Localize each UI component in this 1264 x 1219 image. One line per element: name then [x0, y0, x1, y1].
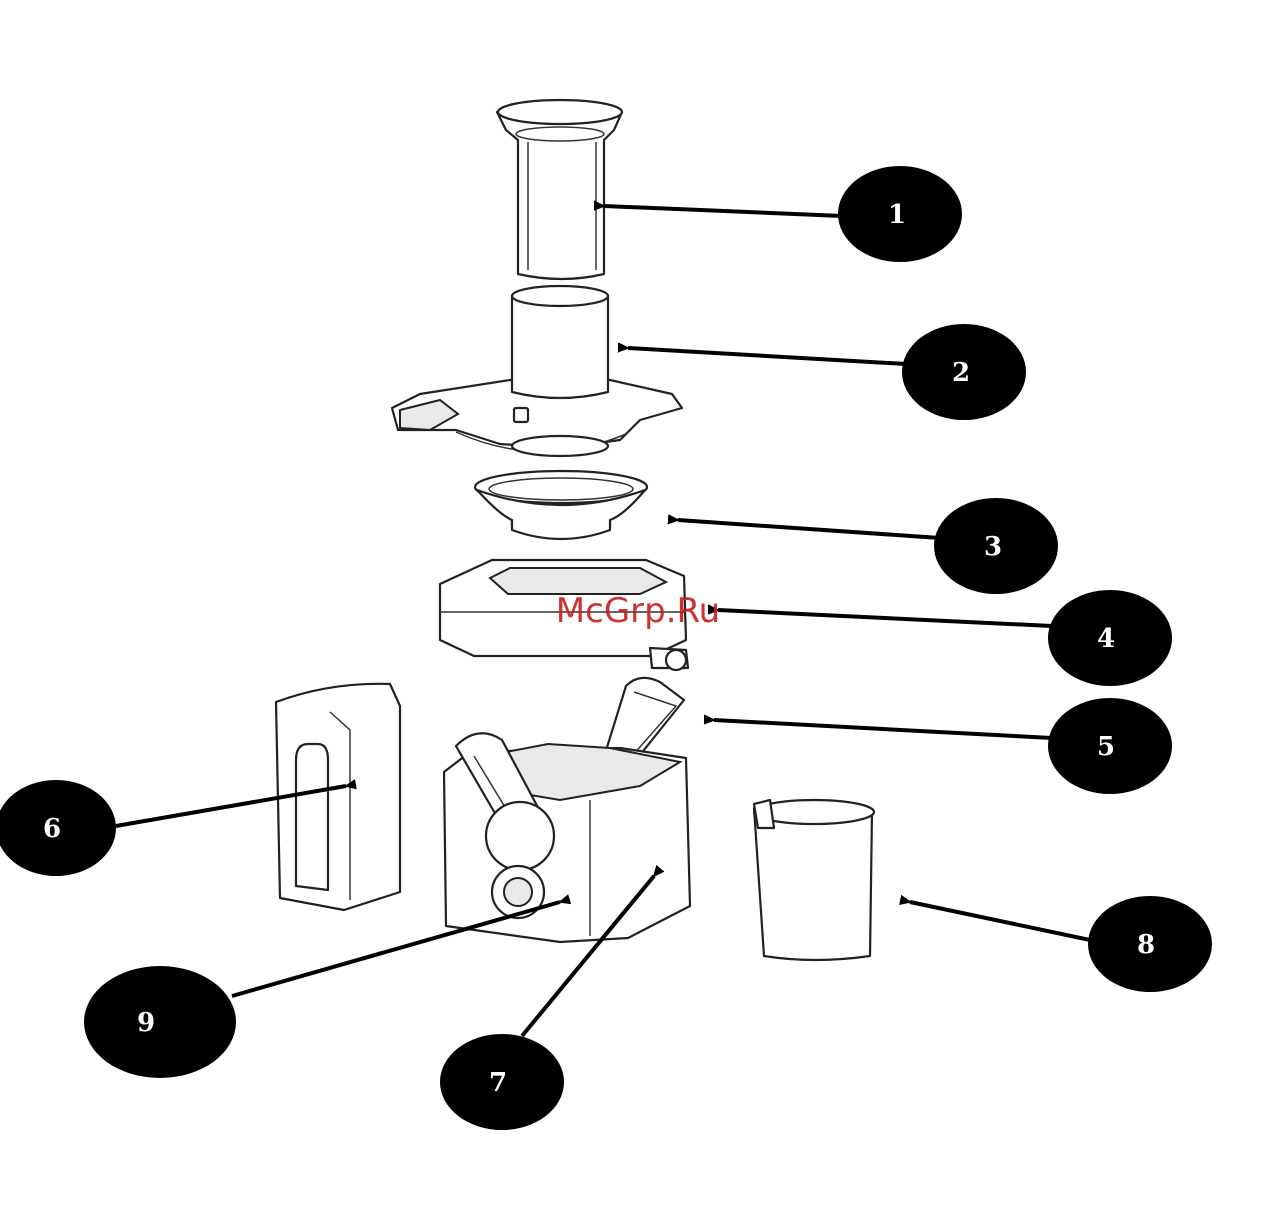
badge-1-label: 1 [888, 200, 906, 230]
badge-2-label: 2 [952, 358, 970, 388]
badge-9: 9 [84, 966, 236, 1078]
leader-3 [678, 520, 940, 538]
leader-5 [714, 720, 1052, 738]
badge-8: 8 [1088, 896, 1212, 992]
leader-8 [910, 902, 1090, 940]
badge-2: 2 [902, 324, 1026, 420]
food-pusher [497, 100, 622, 279]
leader-2 [628, 348, 906, 364]
badge-5-label: 5 [1097, 732, 1115, 762]
badge-5: 5 [1048, 698, 1172, 794]
badge-4: 4 [1048, 590, 1172, 686]
badge-7-label: 7 [489, 1068, 507, 1098]
watermark-text: McGrp.Ru [556, 591, 720, 631]
motor-base [444, 733, 690, 942]
leader-4 [718, 610, 1052, 626]
juicer-cover [392, 286, 682, 456]
badge-6-label: 6 [43, 814, 61, 844]
badge-9-label: 9 [137, 1008, 155, 1038]
juice-cup [754, 800, 874, 960]
badge-3: 3 [934, 498, 1058, 594]
leader-1 [604, 206, 842, 216]
badge-4-label: 4 [1097, 624, 1115, 654]
filter-basket [475, 471, 647, 539]
badge-8-label: 8 [1137, 930, 1155, 960]
badge-1: 1 [838, 166, 962, 262]
badge-7: 7 [440, 1034, 564, 1130]
badge-6: 6 [0, 780, 116, 876]
leader-9 [232, 902, 560, 996]
badge-3-label: 3 [984, 532, 1002, 562]
